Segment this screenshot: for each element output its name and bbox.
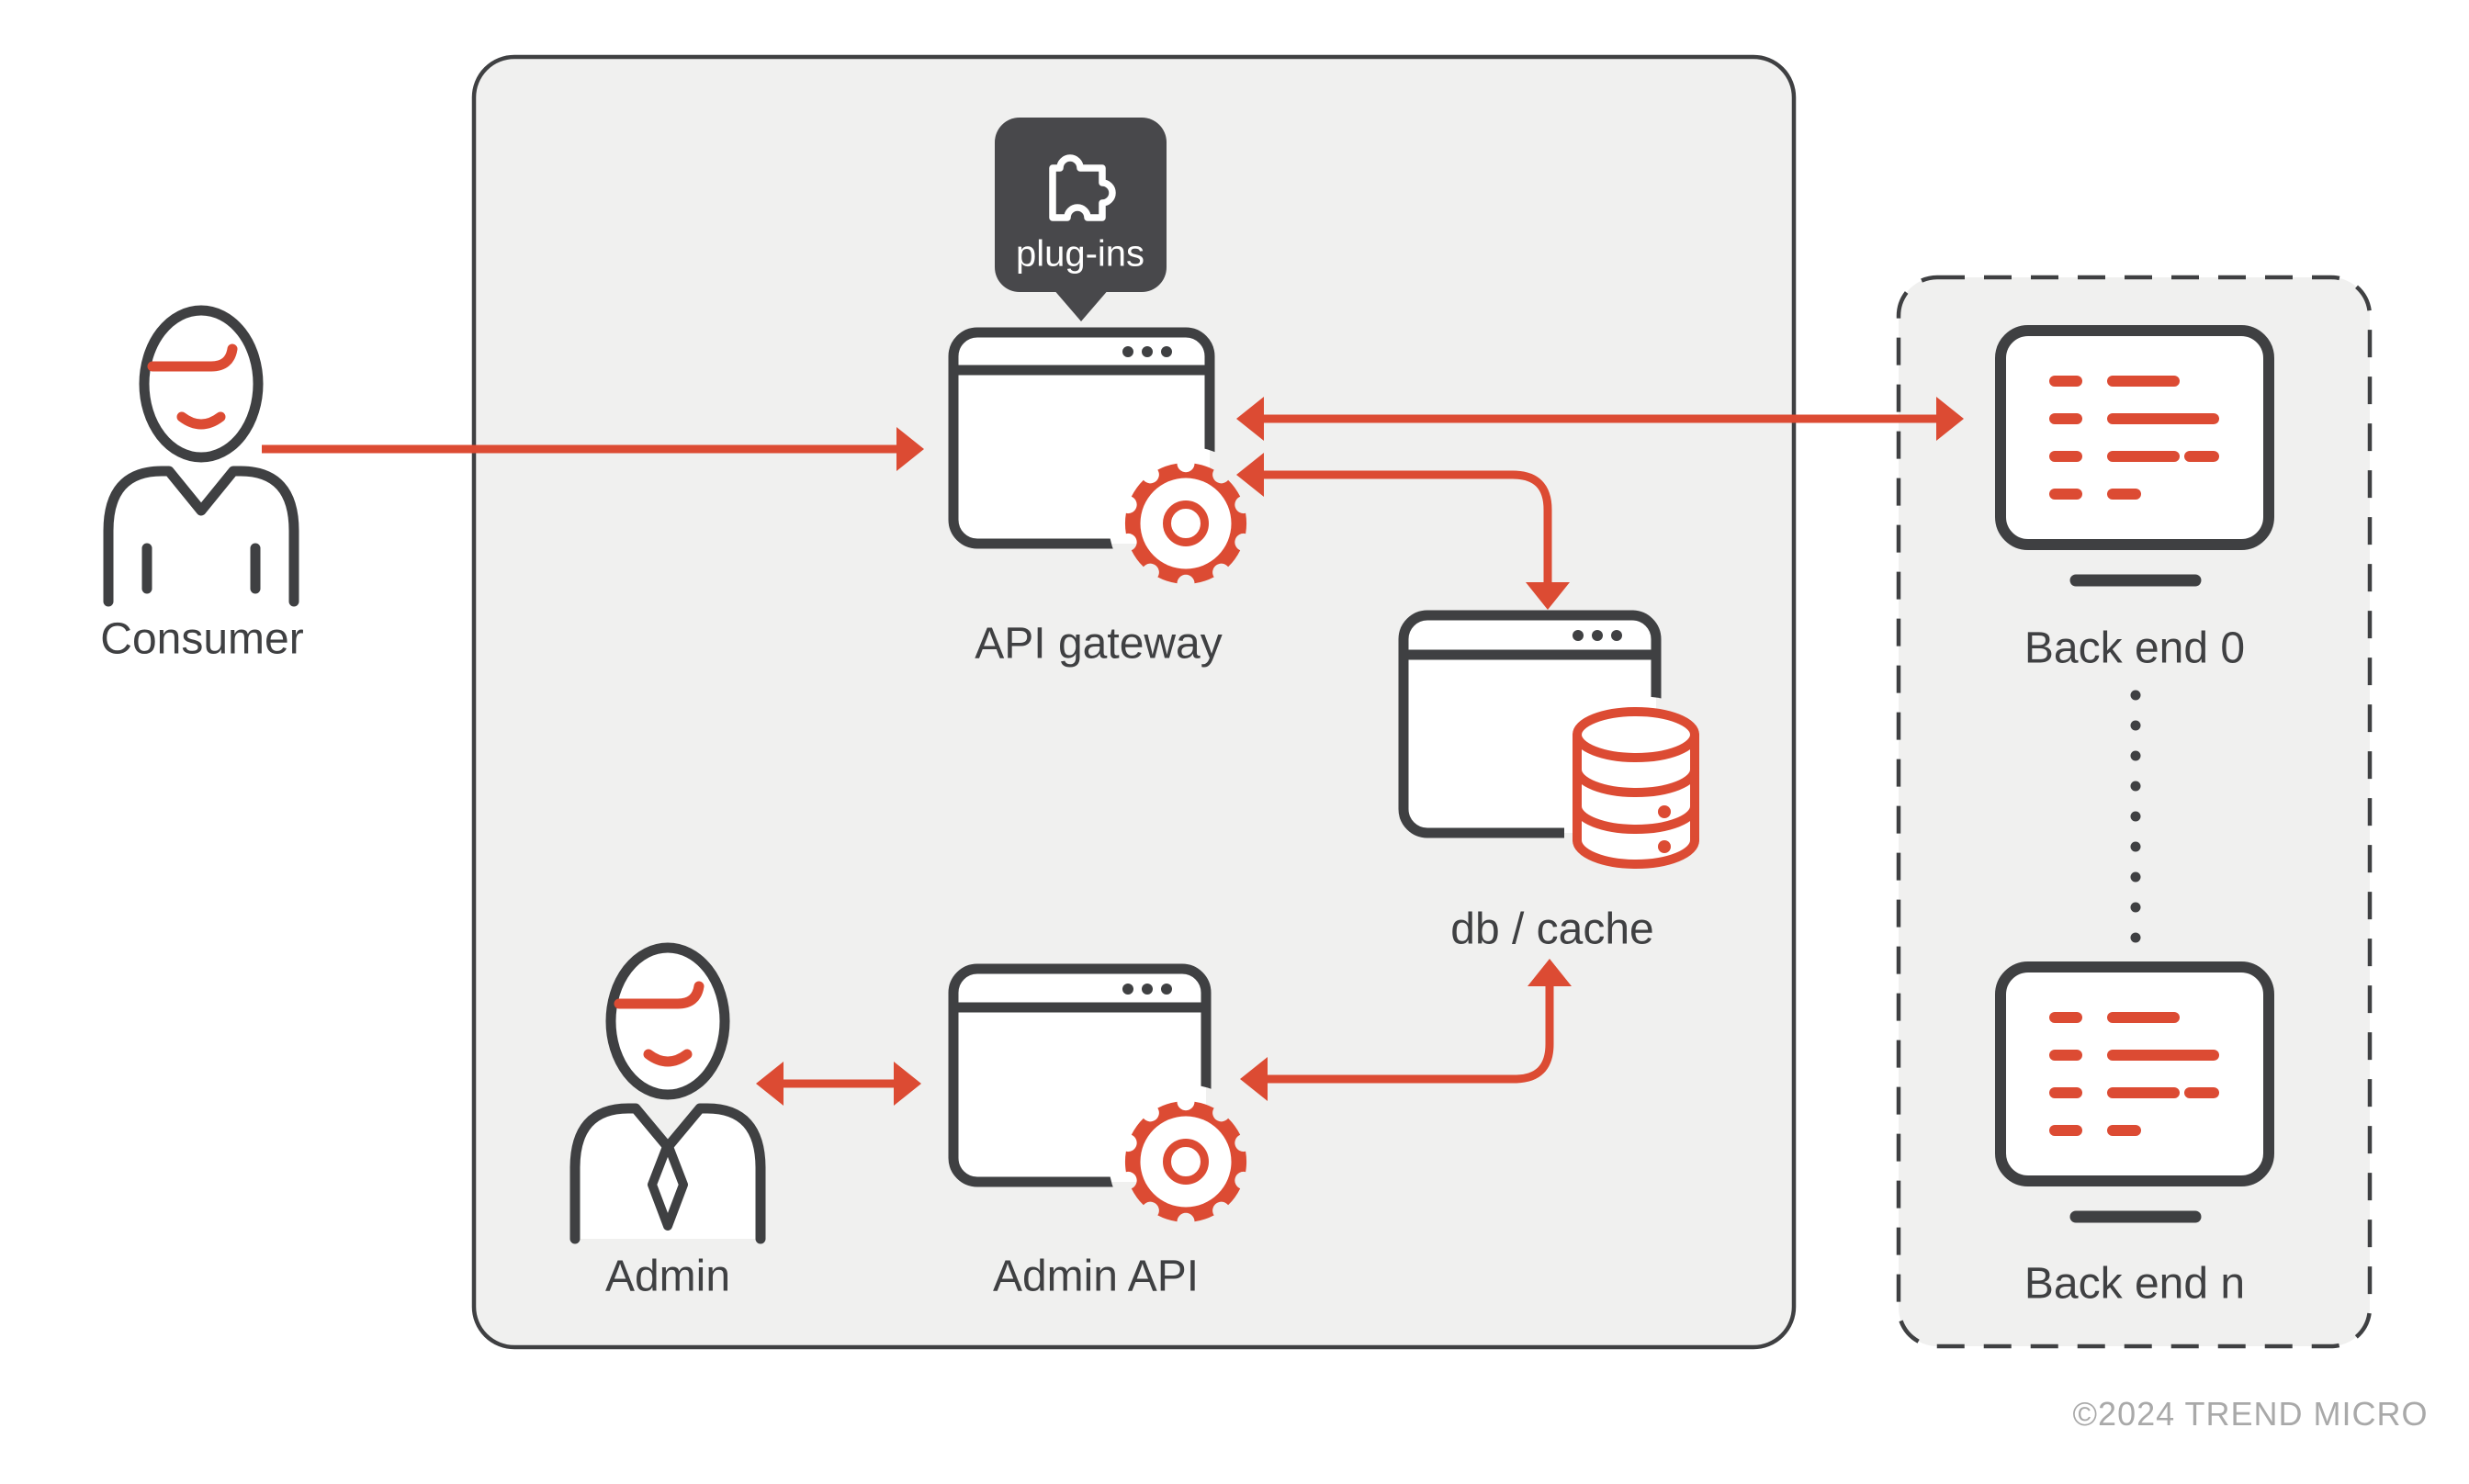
arrow-adminapi-dbcache (1240, 959, 1572, 1101)
consumer-label: Consumer (100, 614, 304, 664)
backend-0-label: Back end 0 (2024, 624, 2246, 673)
db-cache-icon (1398, 610, 1699, 869)
vertical-ellipsis-dots (2130, 690, 2141, 943)
arrow-consumer-to-gateway (262, 427, 924, 471)
admin-label: Admin (604, 1252, 731, 1301)
backend-0-monitor-icon (2001, 331, 2269, 580)
gear-icon (1125, 464, 1246, 584)
arrow-gateway-dbcache (1236, 453, 1570, 610)
plugins-badge (995, 118, 1167, 321)
tie-icon (648, 1140, 688, 1231)
database-icon (1573, 707, 1699, 869)
admin-person-icon (569, 942, 766, 1244)
gear-icon (1125, 1102, 1246, 1222)
arrow-admin-adminapi (756, 1062, 921, 1106)
api-gateway-icon (948, 327, 1246, 584)
copyright-text: ©2024 TREND MICRO (2072, 1395, 2429, 1433)
api-gateway-label: API gateway (975, 619, 1223, 669)
admin-api-icon (948, 963, 1246, 1222)
plugins-badge-label: plug-ins (1015, 233, 1145, 275)
arrow-gateway-backend (1236, 397, 1964, 441)
gateway-panel (471, 54, 1797, 1350)
backend-n-label: Back end n (2024, 1259, 2246, 1309)
backend-n-monitor-icon (2001, 967, 2269, 1217)
db-cache-label: db / cache (1450, 905, 1654, 954)
consumer-person-icon (103, 305, 299, 607)
admin-api-label: Admin API (992, 1252, 1200, 1301)
puzzle-piece-icon (1049, 154, 1116, 221)
